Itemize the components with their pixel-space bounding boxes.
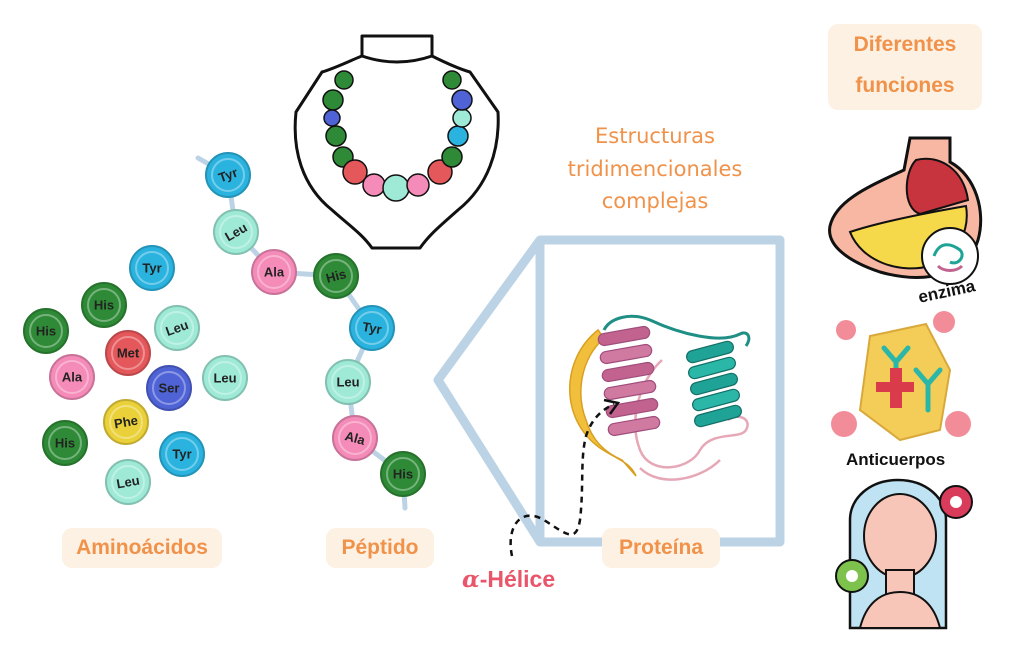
peptide-residue-inner (331, 365, 365, 399)
estructuras-line-2: tridimencionales (567, 156, 743, 181)
alpha-symbol: α (462, 566, 480, 593)
amino-acid-inner (87, 288, 121, 322)
diferentes-funciones-label: Diferentes funciones (828, 24, 982, 110)
amino-acid-phe: Phe (103, 399, 149, 445)
estructuras-line-3: complejas (601, 189, 709, 214)
peptide-residue-label: His (393, 467, 413, 482)
peptide-residue-label: Leu (336, 375, 359, 390)
amino-acid-tyr: Tyr (129, 245, 175, 291)
amino-acid-label: Tyr (172, 447, 191, 462)
amino-acid-label: Leu (115, 473, 140, 492)
peptide-residue-leu: Leu (213, 209, 259, 255)
necklace-bead (441, 146, 463, 168)
necklace-illustration (293, 34, 500, 250)
peptide-residue-tyr: Tyr (349, 305, 395, 351)
person-illustration (835, 478, 973, 630)
amino-acid-ala: Ala (49, 354, 95, 400)
amino-acid-inner (135, 251, 169, 285)
necklace-bead (447, 125, 469, 147)
amino-acid-label: His (36, 324, 56, 339)
necklace-bead (334, 70, 354, 90)
peptide-residue-label: Ala (264, 265, 285, 280)
peptide-residue-label: Tyr (216, 165, 239, 186)
anticuerpos-label: Anticuerpos (846, 450, 946, 469)
amino-acid-inner (111, 465, 145, 499)
peptide-residue-inner (219, 215, 253, 249)
peptide-residue-label: Tyr (361, 319, 383, 337)
amino-acid-met: Met (105, 330, 151, 376)
estructuras-line-1: Estructuras (595, 124, 715, 148)
amino-acid-label: Met (117, 346, 140, 361)
peptide-residue-ala: Ala (332, 415, 378, 461)
amino-acid-label: Leu (164, 317, 191, 339)
peptide-residue-label: His (324, 266, 347, 286)
diferentes-line-2: funciones (855, 74, 955, 97)
peptide-residue-his: His (380, 451, 426, 497)
amino-acid-inner (152, 371, 186, 405)
necklace-bead (323, 109, 341, 127)
amino-acid-tyr: Tyr (159, 431, 205, 477)
antibody-illustration (831, 311, 971, 442)
peptido-label: Péptido (326, 528, 434, 568)
necklace-bead (427, 159, 453, 185)
amino-acid-label: Leu (213, 371, 236, 386)
peptide-residue-tyr: Tyr (205, 152, 251, 198)
amino-acid-leu: Leu (105, 459, 151, 505)
necklace-bead (362, 173, 386, 197)
necklace-bead (322, 89, 344, 111)
peptide-residue-inner (211, 158, 245, 192)
amino-acid-label: Ser (159, 381, 180, 396)
peptide-residue-ala: Ala (251, 249, 297, 295)
peptide-residue-inner (355, 311, 389, 345)
alpha-helice-label: α-Hélice (462, 566, 555, 593)
amino-acid-label: His (94, 298, 114, 313)
helice-text: -Hélice (479, 566, 556, 592)
aminoacidos-label: Aminoácidos (62, 528, 222, 568)
amino-acid-label: His (55, 436, 75, 451)
necklace-bead (325, 125, 347, 147)
dashed-arrow (509, 398, 621, 557)
amino-acid-his: His (42, 420, 88, 466)
necklace-bead (451, 89, 473, 111)
amino-acid-inner (55, 360, 89, 394)
peptide-residue-leu: Leu (325, 359, 371, 405)
peptide-residue-inner (338, 421, 372, 455)
peptide-residue-inner (319, 259, 353, 293)
amino-acid-label: Ala (62, 370, 83, 385)
peptide-residue-his: His (313, 253, 359, 299)
estructuras-label: Estructuras tridimencionales complejas (548, 120, 762, 218)
amino-acid-inner (109, 405, 143, 439)
peptide-residue-inner (257, 255, 291, 289)
amino-acid-leu: Leu (202, 355, 248, 401)
stomach-illustration (828, 136, 983, 285)
amino-acid-inner (165, 437, 199, 471)
proteina-label: Proteína (602, 528, 720, 568)
diferentes-line-1: Diferentes (853, 33, 957, 56)
amino-acid-inner (208, 361, 242, 395)
amino-acid-his: His (81, 282, 127, 328)
necklace-bead (442, 70, 462, 90)
amino-acid-inner (160, 311, 194, 345)
amino-acid-label: Tyr (142, 261, 161, 276)
amino-acid-label: Phe (113, 413, 139, 432)
amino-acid-inner (29, 314, 63, 348)
necklace-bead (452, 108, 472, 128)
amino-acid-ser: Ser (146, 365, 192, 411)
protein-ribbon (569, 314, 751, 481)
amino-acid-inner (48, 426, 82, 460)
necklace-bead (382, 174, 410, 202)
peptide-residue-inner (386, 457, 420, 491)
amino-acid-leu: Leu (154, 305, 200, 351)
necklace-bead (342, 159, 368, 185)
amino-acid-inner (111, 336, 145, 370)
amino-acid-his: His (23, 308, 69, 354)
peptide-residue-label: Ala (343, 428, 367, 448)
necklace-bead (406, 173, 430, 197)
